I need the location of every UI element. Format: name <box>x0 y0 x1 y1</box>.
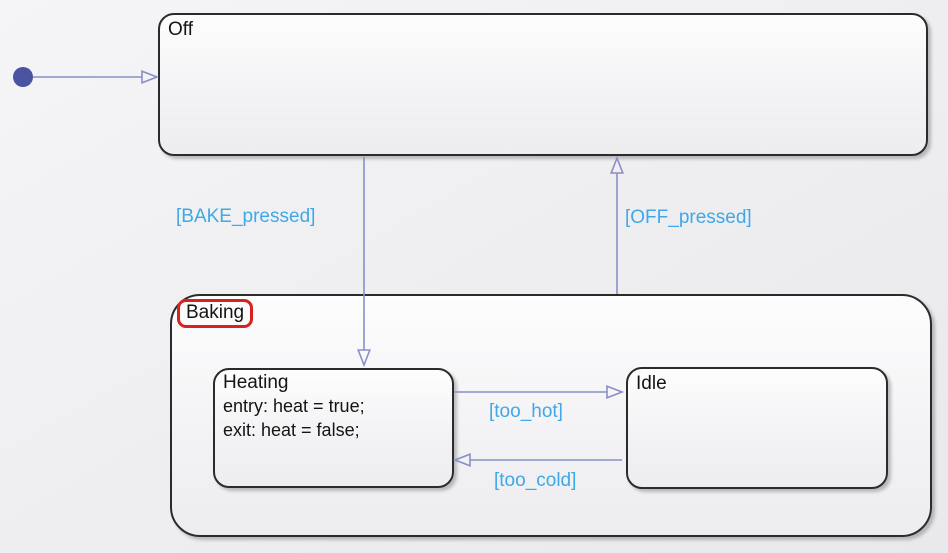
state-baking-label[interactable]: Baking <box>177 299 254 328</box>
initial-state-dot[interactable] <box>13 67 33 87</box>
state-off-label: Off <box>168 19 193 40</box>
arrowhead-too-hot-icon <box>606 385 625 399</box>
state-idle-label: Idle <box>636 373 667 394</box>
state-heating-exit-action: exit: heat = false; <box>223 420 360 440</box>
state-heating-label: Heating <box>223 372 289 393</box>
state-off[interactable]: Off <box>158 13 928 156</box>
transition-label-too-cold[interactable]: [too_cold] <box>494 470 577 491</box>
arrowhead-too-cold-icon <box>452 453 471 467</box>
transition-label-off-pressed[interactable]: [OFF_pressed] <box>625 207 752 228</box>
state-baking[interactable]: Baking Heating entry: heat = true; exit:… <box>170 294 932 537</box>
arrowhead-bake-pressed-icon <box>357 349 371 368</box>
arrowhead-initial-to-off-icon <box>141 70 160 84</box>
transition-label-too-hot[interactable]: [too_hot] <box>489 401 563 422</box>
transition-label-bake-pressed[interactable]: [BAKE_pressed] <box>176 206 316 227</box>
state-idle[interactable]: Idle <box>626 367 888 489</box>
arrowhead-off-pressed-icon <box>610 155 624 174</box>
state-heating-entry-action: entry: heat = true; <box>223 396 365 416</box>
state-heating[interactable]: Heating entry: heat = true; exit: heat =… <box>213 368 454 488</box>
